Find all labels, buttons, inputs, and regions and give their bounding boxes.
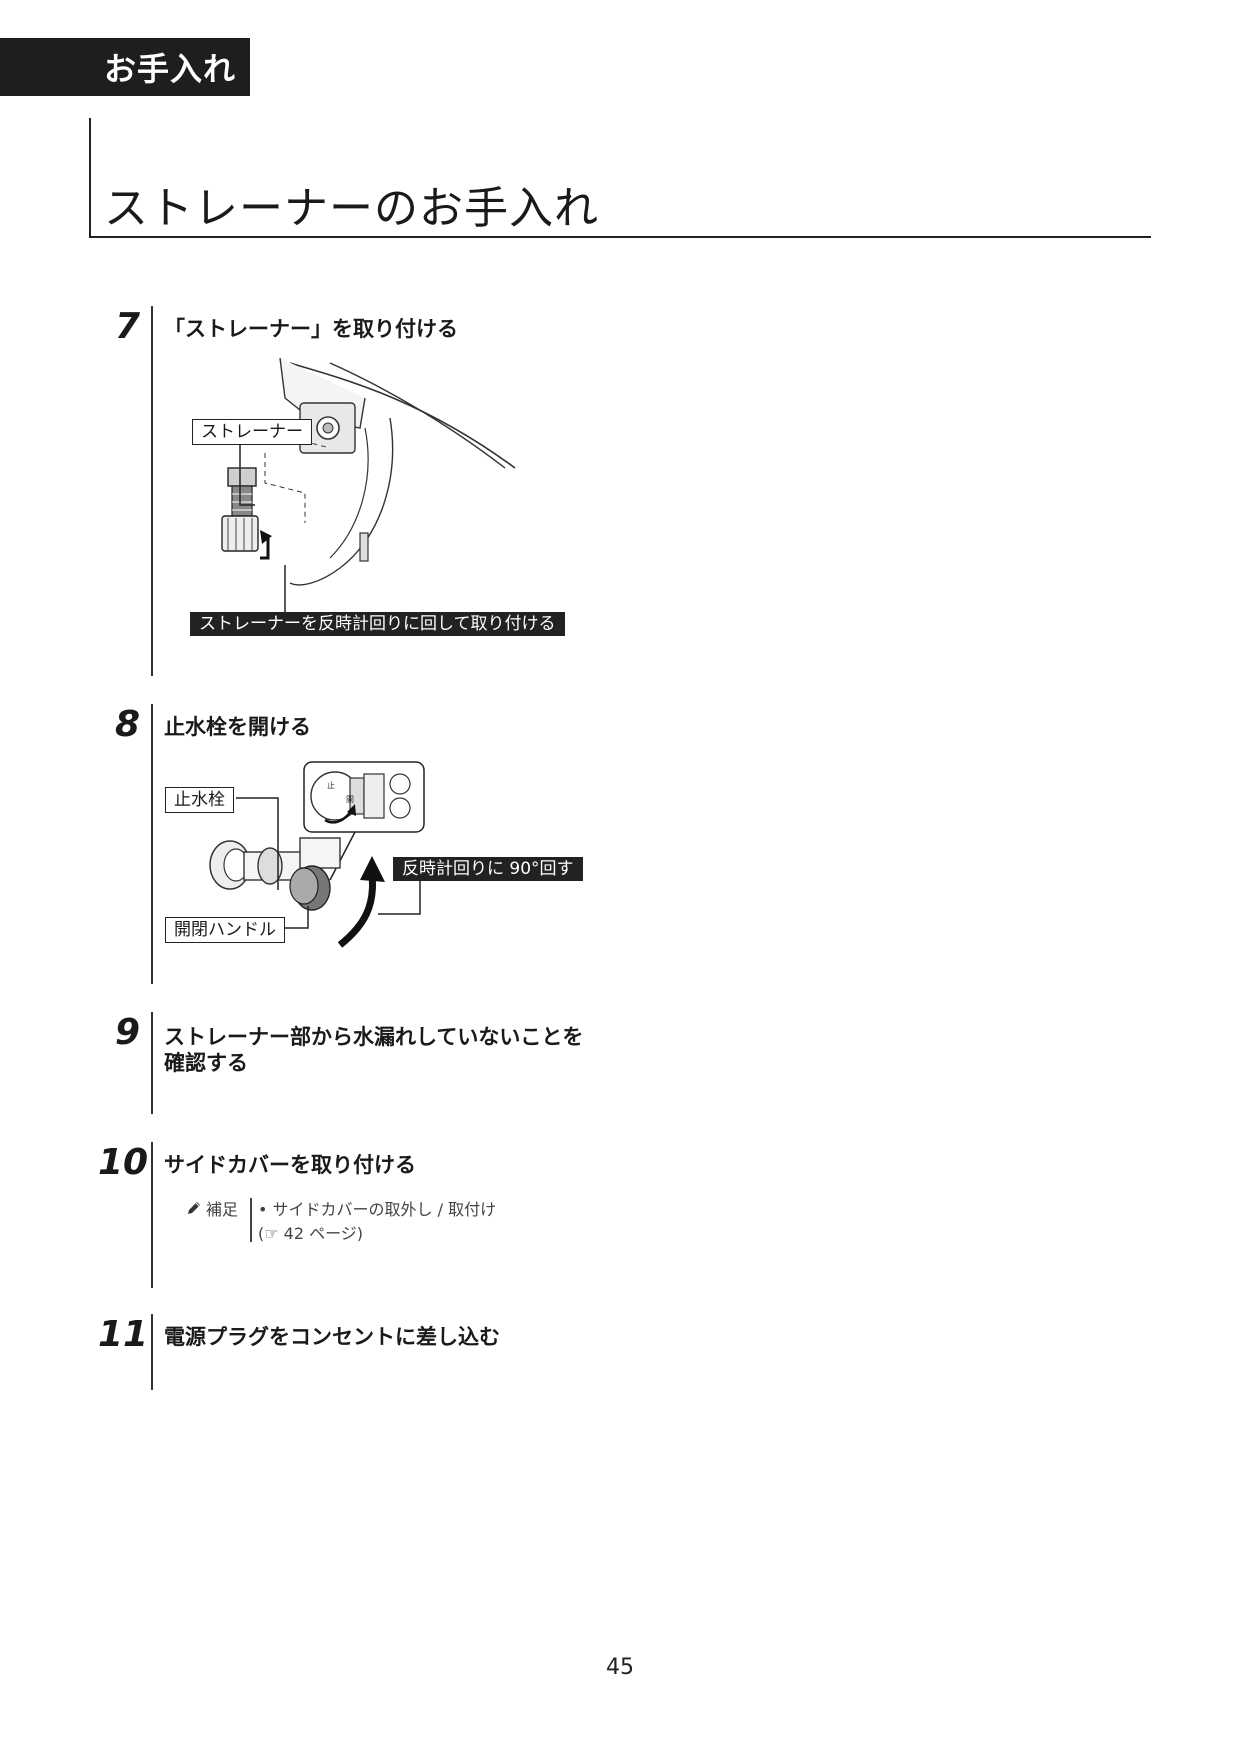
inset-mark-open: 開 bbox=[346, 795, 354, 804]
title-vertical-rule bbox=[89, 118, 91, 238]
title-horizontal-rule bbox=[89, 236, 1151, 238]
step-rule bbox=[151, 704, 153, 984]
note-label: 補足 bbox=[186, 1196, 238, 1220]
callout-handle: 開閉ハンドル bbox=[165, 917, 285, 943]
step-number: 7 bbox=[114, 306, 140, 347]
pencil-icon bbox=[188, 1202, 200, 1214]
note-line-1: • サイドカバーの取外し / 取付け bbox=[258, 1200, 497, 1219]
step-title: 「ストレーナー」を取り付ける bbox=[164, 317, 458, 341]
step-rule bbox=[151, 1314, 153, 1390]
leader-lines bbox=[236, 797, 421, 929]
page-number: 45 bbox=[606, 1655, 634, 1680]
callout-instruction: 反時計回りに 90°回す bbox=[393, 857, 583, 881]
step-number: 10 bbox=[98, 1142, 149, 1183]
step-rule bbox=[151, 1142, 153, 1288]
section-tab: お手入れ bbox=[0, 38, 250, 96]
step-number: 8 bbox=[114, 704, 140, 745]
step-title: 止水栓を開ける bbox=[164, 715, 311, 739]
step-title: サイドカバーを取り付ける bbox=[164, 1153, 416, 1177]
callout-instruction: ストレーナーを反時計回りに回して取り付ける bbox=[190, 612, 565, 636]
leader-lines bbox=[239, 437, 286, 623]
note-reference-link[interactable]: (☞ 42 ページ) bbox=[258, 1224, 364, 1243]
step-title: ストレーナー部から水漏れしていないことを 確認する bbox=[164, 1024, 604, 1076]
step-number: 11 bbox=[98, 1314, 149, 1355]
step-number: 9 bbox=[114, 1012, 140, 1053]
step-title-line1: ストレーナー部から水漏れしていないことを bbox=[164, 1025, 584, 1049]
stop-valve-illustration: 止 開 bbox=[209, 761, 425, 948]
inset-mark-stop: 止 bbox=[327, 780, 335, 790]
callout-strainer: ストレーナー bbox=[192, 419, 312, 445]
note-divider bbox=[250, 1198, 252, 1242]
step-title-line2: 確認する bbox=[164, 1051, 248, 1075]
note-label-text: 補足 bbox=[206, 1200, 239, 1219]
step-title: 電源プラグをコンセントに差し込む bbox=[164, 1325, 500, 1349]
step-rule bbox=[151, 1012, 153, 1114]
page-title: ストレーナーのお手入れ bbox=[104, 183, 599, 234]
callout-stop-valve: 止水栓 bbox=[165, 787, 234, 813]
step-rule bbox=[151, 306, 153, 676]
